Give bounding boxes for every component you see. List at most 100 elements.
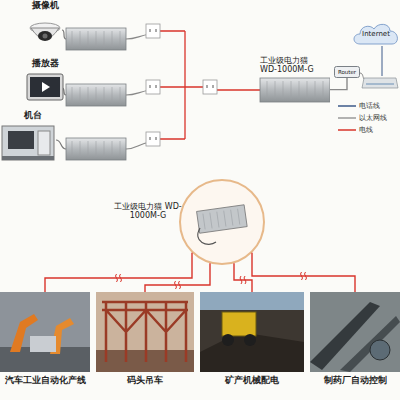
legend: 电话线以太网线电线 bbox=[338, 100, 400, 136]
machine-device: 机台 bbox=[0, 110, 62, 164]
node-label: 码头吊车 bbox=[96, 376, 194, 386]
node-label: Internet bbox=[352, 30, 400, 38]
text-group: Internet bbox=[352, 30, 400, 38]
powerline-adapter bbox=[66, 28, 126, 50]
illustration-part bbox=[2, 126, 54, 160]
text-group: 机台 bbox=[10, 110, 56, 120]
legend-sample bbox=[338, 103, 356, 109]
illustration-part bbox=[72, 31, 120, 47]
illustration-part bbox=[200, 292, 304, 310]
illustration-part bbox=[180, 180, 264, 264]
connector-line bbox=[45, 253, 192, 292]
node-illustration bbox=[112, 178, 268, 266]
illustration-part bbox=[2, 156, 54, 160]
illustration-part bbox=[96, 292, 194, 372]
illustration-part bbox=[366, 84, 394, 85]
connector-line bbox=[330, 78, 347, 90]
text-group: 播放器 bbox=[22, 58, 68, 68]
illustration-part bbox=[31, 28, 59, 39]
power-line bbox=[217, 89, 260, 90]
application-photo: 矿产机械配电 bbox=[200, 292, 304, 398]
illustration-part bbox=[200, 332, 304, 372]
text-group: 矿产机械配电 bbox=[200, 376, 304, 386]
text-group: 工业级电力猫 WD-1000M-G bbox=[112, 202, 184, 220]
break-mark bbox=[175, 281, 181, 289]
illustration-part bbox=[146, 80, 160, 94]
product-circle: 工业级电力猫 WD-1000M-G bbox=[112, 178, 268, 266]
illustration-part bbox=[72, 87, 120, 103]
text-group: 汽车工业自动化产线 bbox=[0, 376, 90, 386]
illustration-part bbox=[38, 131, 50, 155]
player-device: 播放器 bbox=[22, 56, 68, 106]
illustration-part bbox=[267, 81, 323, 99]
break-mark bbox=[116, 274, 122, 282]
illustration-part bbox=[362, 78, 398, 88]
illustration-part bbox=[197, 205, 248, 233]
text-group: 码头吊车 bbox=[96, 376, 194, 386]
illustration-part bbox=[260, 78, 330, 102]
legend-line bbox=[338, 117, 356, 119]
illustration-part bbox=[244, 334, 256, 346]
illustration-part bbox=[30, 336, 56, 352]
illustration-part bbox=[42, 82, 50, 92]
break-mark bbox=[240, 276, 246, 284]
illustration-part bbox=[146, 132, 160, 146]
illustration-part bbox=[30, 77, 60, 97]
break-mark bbox=[301, 272, 307, 280]
legend-sample bbox=[338, 115, 356, 121]
illustration-part bbox=[38, 31, 52, 41]
illustration-part bbox=[203, 80, 217, 94]
legend-row: 以太网线 bbox=[338, 112, 400, 124]
node-label: 工业级电力猫 WD-1000M-G bbox=[260, 56, 324, 74]
node-label: 播放器 bbox=[22, 58, 68, 68]
internet-cloud: Internet bbox=[352, 20, 400, 46]
modem-box bbox=[362, 78, 398, 88]
illustration-part bbox=[197, 205, 248, 233]
node-label: 工业级电力猫 WD-1000M-G bbox=[112, 202, 184, 220]
illustration-part bbox=[222, 312, 256, 336]
illustration-part bbox=[0, 292, 90, 372]
connector-line bbox=[252, 253, 355, 292]
illustration-part bbox=[200, 292, 304, 372]
node-label: 制药厂自动控制 bbox=[310, 376, 400, 386]
application-photo: 汽车工业自动化产线 bbox=[0, 292, 90, 398]
powerline-adapter bbox=[66, 138, 126, 160]
illustration-part bbox=[310, 302, 380, 370]
legend-row: 电线 bbox=[338, 124, 400, 136]
node-label: Router bbox=[334, 69, 360, 75]
legend-text: 电线 bbox=[359, 125, 373, 135]
illustration-part bbox=[27, 74, 63, 100]
text-group: 制药厂自动控制 bbox=[310, 376, 400, 386]
powerline-adapter bbox=[66, 84, 126, 106]
power-line bbox=[160, 31, 203, 139]
powerline-adapter: 工业级电力猫 WD-1000M-G bbox=[252, 56, 330, 104]
application-photo: 制药厂自动控制 bbox=[310, 292, 400, 398]
legend-text: 以太网线 bbox=[359, 113, 387, 123]
legend-sample bbox=[338, 127, 356, 133]
node-label: 摄像机 bbox=[22, 0, 68, 10]
ethernet-cable bbox=[62, 30, 66, 39]
illustration-part bbox=[8, 131, 34, 149]
illustration-part bbox=[66, 28, 126, 50]
illustration-part bbox=[203, 209, 240, 230]
illustration-part bbox=[66, 138, 126, 160]
illustration-part bbox=[310, 292, 400, 372]
connector-line bbox=[145, 263, 210, 292]
application-photo: 码头吊车 bbox=[96, 292, 194, 398]
text-group: 工业级电力猫 WD-1000M-G bbox=[260, 56, 324, 74]
illustration-part bbox=[222, 334, 234, 346]
camera-device: 摄像机 bbox=[22, 0, 68, 48]
text-group: 摄像机 bbox=[22, 0, 68, 10]
illustration-part bbox=[340, 316, 400, 372]
illustration-part bbox=[150, 29, 213, 140]
legend-text: 电话线 bbox=[359, 101, 380, 111]
legend-row: 电话线 bbox=[338, 100, 400, 112]
illustration-part bbox=[335, 67, 360, 78]
router-box: Router bbox=[334, 66, 360, 78]
legend-line bbox=[338, 129, 356, 131]
illustration-part bbox=[72, 141, 120, 157]
illustration-part bbox=[198, 228, 216, 244]
node-label: 汽车工业自动化产线 bbox=[0, 376, 90, 386]
connector-line bbox=[234, 263, 252, 292]
